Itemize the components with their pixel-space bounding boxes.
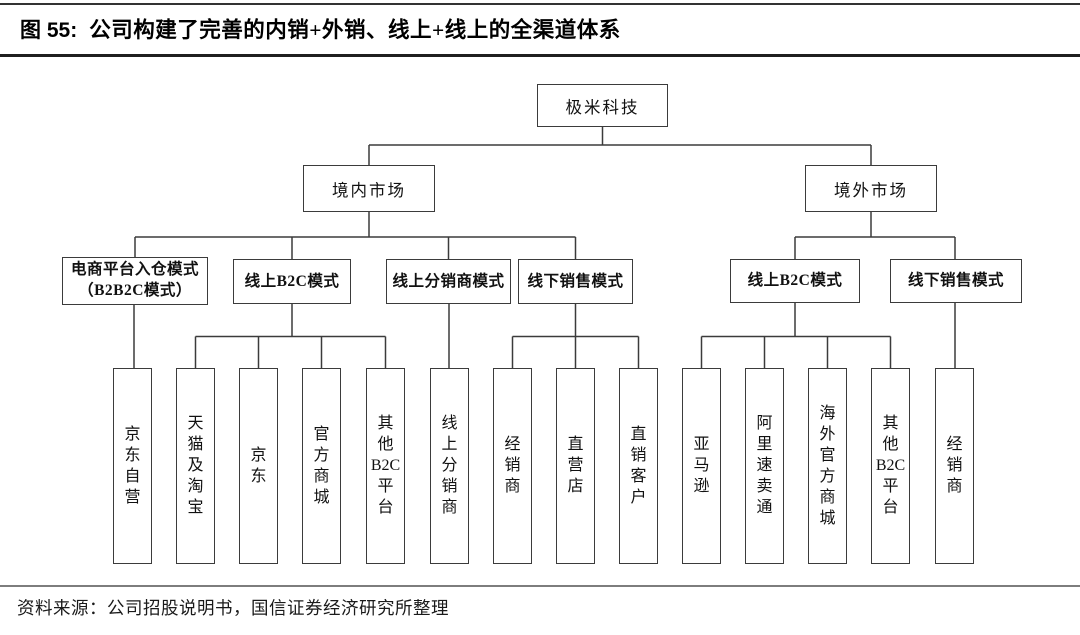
node-mode-online-b2c-domestic: 线上B2C模式 — [233, 259, 351, 304]
node-mode-online-distributor: 线上分销商模式 — [386, 259, 511, 304]
node-mode-b2b2c-line1: 电商平台入仓模式 — [70, 261, 199, 279]
node-channel-online-distributor: 线上分销商 — [430, 368, 469, 564]
figure-title-text: 公司构建了完善的内销+外销、线上+线上的全渠道体系 — [89, 18, 621, 42]
node-mode-offline-sales-overseas: 线下销售模式 — [890, 259, 1022, 303]
figure-title: 图 55: 公司构建了完善的内销+外销、线上+线上的全渠道体系 — [20, 13, 621, 44]
top-rule — [0, 3, 1080, 5]
node-channel-tmall-taobao: 天猫及淘宝 — [176, 368, 215, 564]
node-mode-b2b2c: 电商平台入仓模式 （B2B2C模式） — [62, 257, 208, 305]
title-underline — [0, 54, 1080, 57]
node-mode-online-b2c-overseas: 线上B2C模式 — [730, 259, 860, 303]
node-market-overseas: 境外市场 — [805, 165, 937, 212]
node-channel-direct-store: 直营店 — [556, 368, 595, 564]
source-note: 资料来源：公司招股说明书，国信证券经济研究所整理 — [17, 598, 449, 618]
node-root-company: 极米科技 — [537, 84, 668, 127]
node-market-domestic: 境内市场 — [303, 165, 435, 212]
node-channel-amazon: 亚马逊 — [682, 368, 721, 564]
node-mode-b2b2c-line2: （B2B2C模式） — [78, 282, 192, 299]
node-channel-dealer-overseas: 经销商 — [935, 368, 974, 564]
node-channel-official-mall: 官方商城 — [302, 368, 341, 564]
node-mode-offline-sales-domestic: 线下销售模式 — [518, 259, 633, 304]
figure-number-label: 图 55: — [20, 19, 78, 42]
node-channel-jd: 京东 — [239, 368, 278, 564]
node-channel-dealer-domestic: 经销商 — [493, 368, 532, 564]
node-channel-jd-self-operated: 京东自营 — [113, 368, 152, 564]
node-channel-aliexpress: 阿里速卖通 — [745, 368, 784, 564]
footer-rule — [0, 585, 1080, 587]
node-channel-direct-customer: 直销客户 — [619, 368, 658, 564]
node-channel-overseas-official-mall: 海外官方商城 — [808, 368, 847, 564]
